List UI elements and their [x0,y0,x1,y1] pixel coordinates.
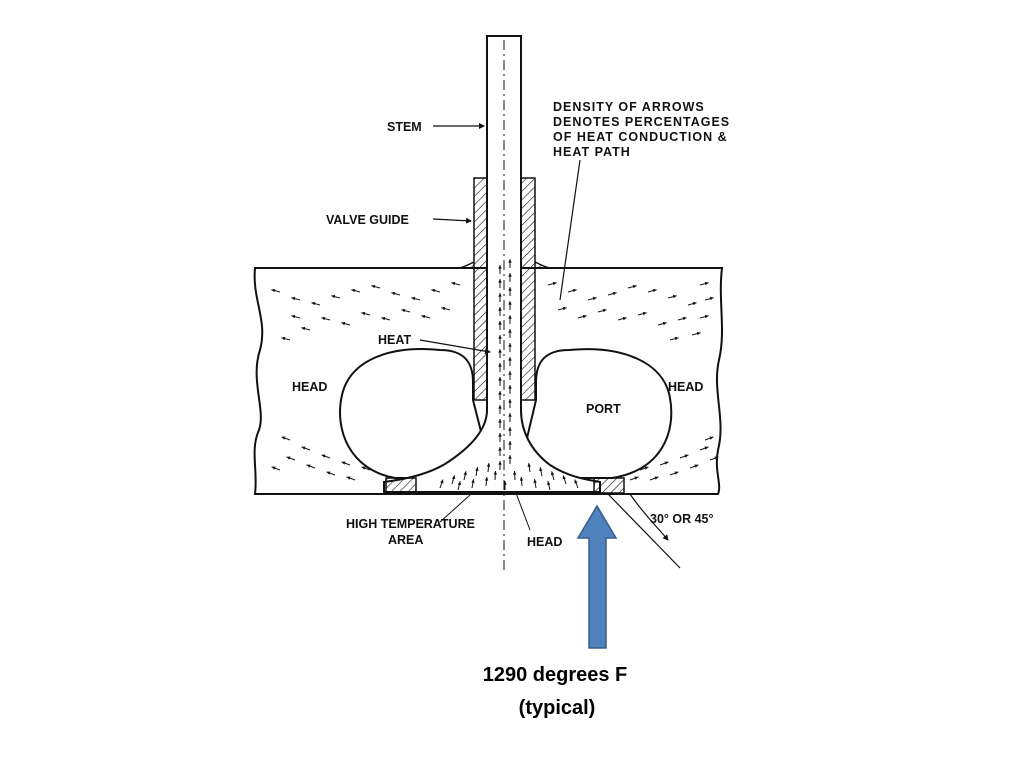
note-line-4: HEAT PATH [553,145,631,159]
port-label: PORT [586,402,621,416]
head-bottom-leader [516,493,530,530]
head-bottom-label: HEAD [527,535,562,549]
heat-label: HEAT [378,333,411,347]
note-line-3: OF HEAT CONDUCTION & [553,130,728,144]
note-line-2: DENOTES PERCENTAGES [553,115,730,129]
valve-seat-left [386,478,416,493]
valve-seat-right [594,478,624,493]
valve-guide-leader [433,219,471,221]
heat-path-note: DENSITY OF ARROWS DENOTES PERCENTAGES OF… [553,100,730,159]
valve-guide-label: VALVE GUIDE [326,213,409,227]
caption-typical: (typical) [432,697,682,720]
high-temp-label-line1: HIGH TEMPERATURE [346,517,475,531]
head-left-label: HEAD [292,380,327,394]
head-right-label: HEAD [668,380,703,394]
note-line-1: DENSITY OF ARROWS [553,100,705,114]
stem-label: STEM [387,120,422,134]
caption-temperature: 1290 degrees F [430,664,680,687]
temperature-arrow [578,506,616,648]
seat-angle-line [608,494,680,568]
angle-label: 30° OR 45° [650,512,714,526]
high-temp-label-line2: AREA [388,533,423,547]
